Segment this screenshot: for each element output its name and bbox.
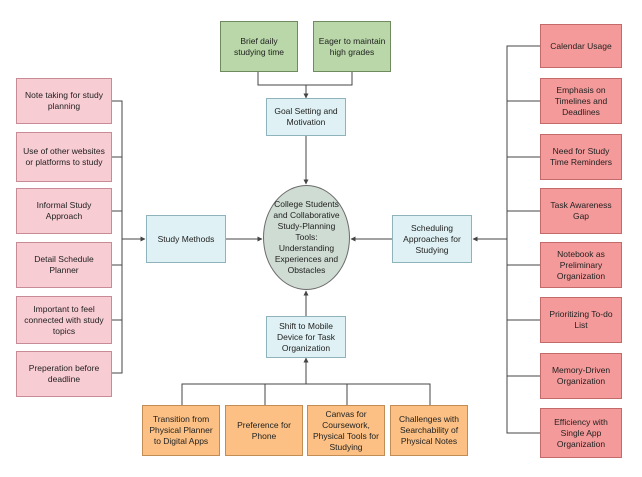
node-label: Important to feel connected with study t…	[24, 303, 104, 336]
node-goal-setting: Goal Setting and Motivation	[266, 98, 346, 136]
node-label: Notebook as Preliminary Organization	[556, 248, 606, 281]
node-label: Preference for Phone	[237, 419, 291, 441]
left-bracket	[112, 100, 123, 374]
node-single-app: Efficiency with Single App Organization	[540, 408, 622, 458]
node-physical-to-digital: Transition from Physical Planner to Digi…	[142, 405, 220, 456]
node-searchability-notes: Challenges with Searchability of Physica…	[390, 405, 468, 456]
node-label: Shift to Mobile Device for Task Organiza…	[277, 320, 335, 353]
node-memory-driven: Memory-Driven Organization	[540, 353, 622, 399]
top-connector	[257, 72, 353, 86]
node-label: Scheduling Approaches for Studying	[403, 222, 461, 255]
node-emphasis-timelines: Emphasis on Timelines and Deadlines	[540, 78, 622, 124]
central-topic-circle: College Students and Collaborative Study…	[263, 185, 350, 290]
node-calendar-usage: Calendar Usage	[540, 24, 622, 68]
bottom-bracket	[181, 383, 431, 405]
node-preparation-deadline: Preperation before deadline	[16, 351, 112, 397]
node-study-methods: Study Methods	[146, 215, 226, 263]
node-shift-to-mobile: Shift to Mobile Device for Task Organiza…	[266, 316, 346, 358]
node-label: Need for Study Time Reminders	[549, 146, 613, 167]
node-label: Challenges with Searchability of Physica…	[398, 414, 459, 446]
node-scheduling-approaches: Scheduling Approaches for Studying	[392, 215, 472, 263]
node-label: Memory-Driven Organization	[551, 365, 611, 386]
node-label: Prioritizing To-do List	[549, 309, 613, 330]
node-eager-to-maintain-high-grades: Eager to maintain high grades	[313, 21, 391, 72]
node-label: Study Methods	[157, 233, 215, 244]
node-label: Brief daily studying time	[233, 35, 285, 57]
node-study-time-reminders: Need for Study Time Reminders	[540, 134, 622, 180]
node-label: Emphasis on Timelines and Deadlines	[554, 84, 608, 117]
right-bracket	[506, 45, 540, 434]
node-notebook-preliminary: Notebook as Preliminary Organization	[540, 242, 622, 288]
node-brief-daily-studying-time: Brief daily studying time	[220, 21, 298, 72]
node-label: Use of other websites or platforms to st…	[23, 146, 105, 167]
node-label: Calendar Usage	[550, 40, 612, 51]
node-task-awareness-gap: Task Awareness Gap	[540, 188, 622, 234]
node-prioritizing-todo: Prioritizing To-do List	[540, 297, 622, 343]
node-note-taking: Note taking for study planning	[16, 78, 112, 124]
node-label: Goal Setting and Motivation	[274, 106, 338, 127]
node-informal-study: Informal Study Approach	[16, 188, 112, 234]
node-label: Task Awareness Gap	[550, 200, 612, 221]
node-label: Efficiency with Single App Organization	[554, 416, 608, 449]
node-label: Canvas for Coursework, Physical Tools fo…	[313, 408, 379, 452]
node-label: Note taking for study planning	[25, 90, 103, 111]
node-label: Informal Study Approach	[36, 200, 92, 221]
central-topic-label: College Students and Collaborative Study…	[273, 199, 340, 275]
node-preference-phone: Preference for Phone	[225, 405, 303, 456]
node-label: Eager to maintain high grades	[318, 35, 386, 57]
node-label: Preperation before deadline	[28, 363, 100, 384]
node-feel-connected: Important to feel connected with study t…	[16, 296, 112, 344]
node-label: Transition from Physical Planner to Digi…	[149, 414, 213, 446]
node-canvas-coursework: Canvas for Coursework, Physical Tools fo…	[307, 405, 385, 456]
node-detail-schedule: Detail Schedule Planner	[16, 242, 112, 288]
node-label: Detail Schedule Planner	[34, 254, 94, 275]
node-other-websites: Use of other websites or platforms to st…	[16, 132, 112, 182]
